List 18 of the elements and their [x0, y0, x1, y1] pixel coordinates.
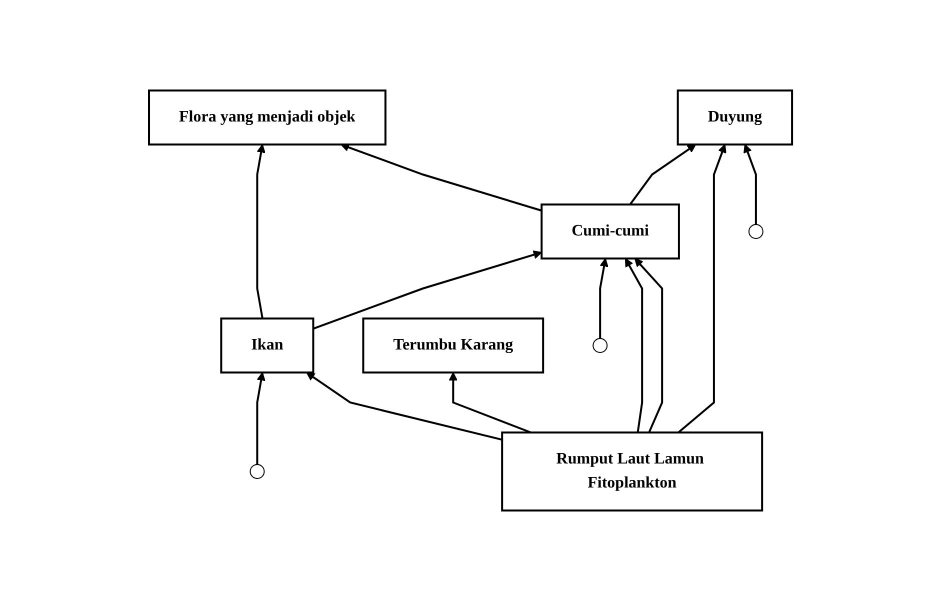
node-box — [677, 90, 794, 146]
arrow — [630, 144, 697, 206]
arrow — [313, 250, 542, 330]
arrow — [625, 258, 644, 433]
arrow — [449, 372, 532, 434]
arrow — [256, 144, 266, 319]
arrow — [341, 143, 542, 212]
node-box — [220, 318, 315, 374]
arrow — [256, 372, 266, 464]
arrow — [678, 144, 727, 434]
arrow — [600, 258, 609, 338]
arrow — [634, 258, 664, 433]
arrow — [306, 372, 503, 441]
node-box — [502, 432, 764, 512]
arrow — [744, 144, 758, 224]
node-box — [148, 90, 387, 146]
node-box — [541, 204, 680, 260]
node-box — [362, 318, 545, 374]
